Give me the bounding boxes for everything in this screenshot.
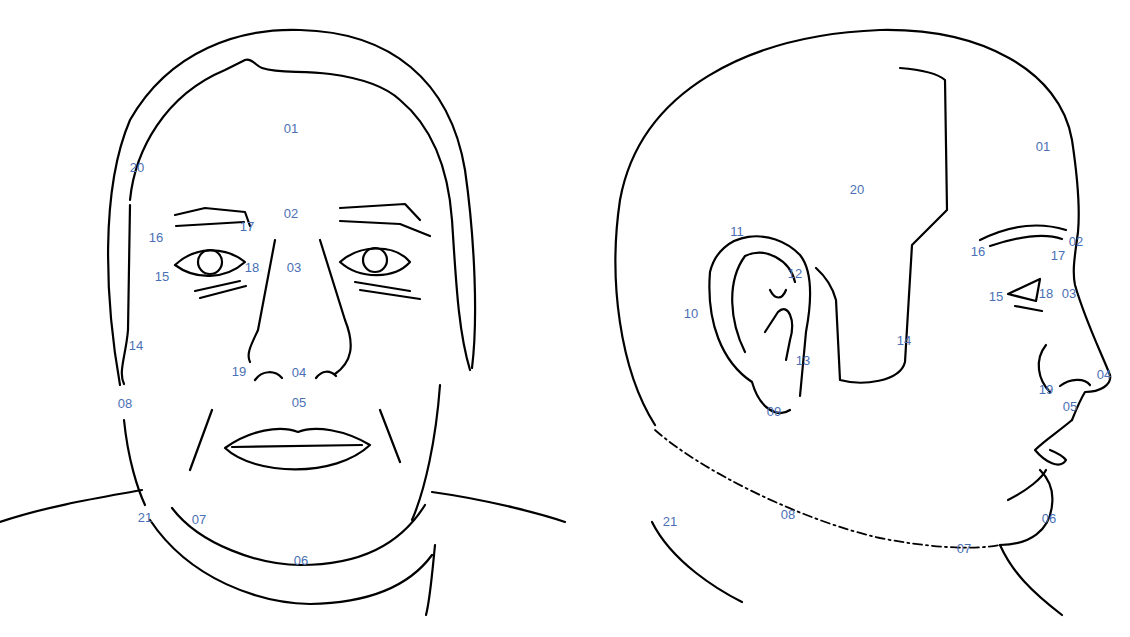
chin — [1000, 470, 1052, 545]
jaw-line — [655, 430, 1000, 548]
callout-number: 06 — [294, 554, 308, 567]
iris — [363, 248, 387, 272]
callout-number: 14 — [129, 339, 143, 352]
callout-number: 11 — [730, 225, 744, 238]
callout-number: 04 — [1097, 368, 1111, 381]
lip-line — [232, 445, 362, 447]
head-outline — [108, 30, 475, 385]
callout-number: 07 — [192, 513, 206, 526]
neck-front — [1000, 545, 1062, 615]
callout-number: 09 — [767, 405, 781, 418]
nose — [249, 240, 275, 362]
hairline — [130, 60, 470, 370]
neck-right — [426, 545, 435, 615]
eyebrow — [340, 204, 420, 220]
face-left-side — [122, 205, 130, 384]
callout-number: 18 — [245, 261, 259, 274]
lips — [225, 429, 370, 469]
eyebrow — [340, 221, 430, 236]
chin-crease — [1008, 470, 1046, 500]
callout-number: 18 — [1039, 287, 1053, 300]
front-view — [0, 30, 565, 615]
callout-number: 20 — [850, 183, 864, 196]
callout-number: 07 — [957, 542, 971, 555]
side-view — [615, 30, 1110, 615]
callout-number: 15 — [155, 270, 169, 283]
eye — [340, 249, 410, 276]
callout-number: 14 — [897, 334, 911, 347]
callout-number: 21 — [663, 515, 677, 528]
callout-number: 06 — [1042, 512, 1056, 525]
callout-number: 19 — [232, 365, 246, 378]
ear-inner — [732, 253, 795, 352]
callout-number: 10 — [684, 307, 698, 320]
callout-number: 19 — [1039, 383, 1053, 396]
neck-back — [652, 522, 742, 602]
callout-number: 05 — [1063, 400, 1077, 413]
eyebrow — [176, 222, 244, 226]
callout-number: 20 — [130, 161, 144, 174]
ear-fold — [765, 290, 792, 360]
callout-number: 01 — [1036, 140, 1050, 153]
eye-bag — [355, 282, 420, 299]
callout-number: 12 — [788, 267, 802, 280]
nasolabial-fold — [190, 410, 400, 470]
double-chin — [150, 520, 432, 604]
nose — [320, 240, 351, 374]
eye — [1008, 279, 1040, 301]
callout-number: 01 — [284, 122, 298, 135]
callout-number: 17 — [240, 220, 254, 233]
iris — [198, 250, 222, 274]
shoulder-right — [432, 492, 565, 522]
callout-number: 05 — [292, 396, 306, 409]
eye-bag — [1015, 306, 1042, 311]
callout-number: 08 — [781, 508, 795, 521]
eye-bag — [195, 281, 246, 298]
callout-number: 04 — [292, 366, 306, 379]
callout-number: 02 — [1069, 235, 1083, 248]
jaw-right — [412, 385, 440, 520]
callout-number: 03 — [1062, 287, 1076, 300]
ear-outer — [709, 236, 810, 413]
hair-boundary — [816, 68, 947, 383]
callout-number: 21 — [138, 511, 152, 524]
head-outline — [615, 30, 1110, 425]
eyebrow — [175, 208, 250, 226]
eye — [175, 250, 245, 276]
callout-number: 02 — [284, 207, 298, 220]
lips — [1035, 420, 1072, 465]
callout-number: 13 — [796, 354, 810, 367]
callout-number: 08 — [118, 397, 132, 410]
callout-number: 15 — [989, 290, 1003, 303]
callout-number: 03 — [287, 261, 301, 274]
shoulder-left — [0, 490, 142, 522]
callout-number: 16 — [971, 245, 985, 258]
callout-number: 16 — [149, 231, 163, 244]
eyebrow — [980, 226, 1066, 246]
callout-number: 17 — [1051, 249, 1065, 262]
nostril — [1060, 380, 1090, 386]
